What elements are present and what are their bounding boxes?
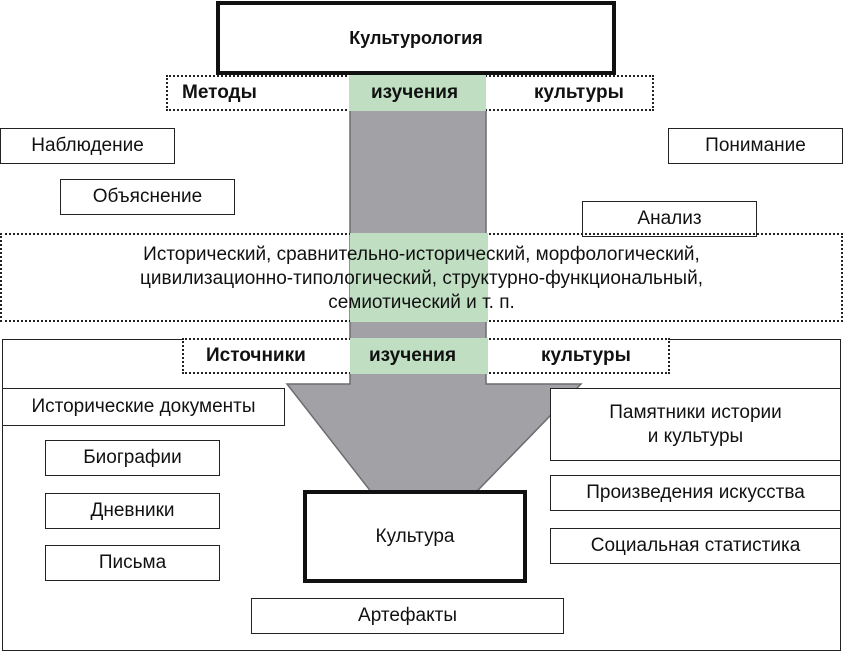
title-label: Культурология bbox=[349, 27, 483, 48]
arrow-shape bbox=[285, 109, 583, 554]
sources-band: Источники изучения культуры bbox=[182, 338, 670, 374]
source-biographies: Биографии bbox=[45, 440, 220, 476]
title-box: Культурология bbox=[216, 1, 616, 75]
source-biographies-label: Биографии bbox=[83, 447, 182, 469]
source-letters: Письма bbox=[45, 545, 220, 581]
sources-band-highlight bbox=[350, 338, 488, 374]
sources-band-word-2: изучения bbox=[369, 345, 457, 366]
method-explanation: Объяснение bbox=[60, 179, 235, 215]
approaches-text: Исторический, сравнительно-исторический,… bbox=[2, 243, 841, 315]
method-observation: Наблюдение bbox=[0, 128, 175, 164]
methods-band-word-2: изучения bbox=[371, 82, 459, 103]
method-observation-label: Наблюдение bbox=[31, 135, 144, 157]
source-monuments: Памятники истории и культуры bbox=[550, 388, 841, 461]
source-social-statistics: Социальная статистика bbox=[550, 528, 841, 564]
method-explanation-label: Объяснение bbox=[92, 186, 203, 208]
sources-band-word-3: культуры bbox=[541, 345, 631, 366]
approaches-line-3: семиотический и т. п. bbox=[328, 292, 515, 313]
methods-band-word-3: культуры bbox=[534, 82, 624, 103]
source-historical-documents: Исторические документы bbox=[2, 388, 285, 426]
methods-band: Методы изучения культуры bbox=[166, 75, 654, 111]
source-works-of-art: Произведения искусства bbox=[550, 475, 841, 511]
approaches-band: Исторический, сравнительно-исторический,… bbox=[0, 233, 843, 322]
center-culture-label: Культура bbox=[375, 525, 455, 547]
methods-band-highlight bbox=[349, 75, 486, 111]
approaches-line-2: цивилизационно-типологический, структурн… bbox=[140, 268, 703, 289]
artifacts-label: Артефакты bbox=[358, 605, 457, 627]
source-letters-label: Письма bbox=[98, 552, 167, 574]
method-analysis-label: Анализ bbox=[637, 208, 702, 230]
source-social-statistics-label: Социальная статистика bbox=[590, 535, 801, 557]
method-understanding-label: Понимание bbox=[705, 135, 806, 157]
artifacts-box: Артефакты bbox=[251, 598, 564, 634]
sources-band-word-1: Источники bbox=[206, 345, 306, 366]
method-understanding: Понимание bbox=[668, 128, 843, 164]
source-historical-documents-label: Исторические документы bbox=[31, 396, 256, 418]
approaches-line-1: Исторический, сравнительно-исторический,… bbox=[143, 244, 700, 265]
source-diaries: Дневники bbox=[45, 493, 220, 529]
center-culture-box: Культура bbox=[303, 490, 527, 583]
approaches-band-highlight bbox=[350, 233, 488, 322]
source-works-of-art-label: Произведения искусства bbox=[586, 482, 805, 504]
source-diaries-label: Дневники bbox=[90, 500, 175, 522]
methods-band-word-1: Методы bbox=[182, 82, 257, 103]
source-monuments-line-2: и культуры bbox=[647, 425, 744, 447]
source-monuments-line-1: Памятники истории bbox=[609, 401, 782, 423]
method-analysis: Анализ bbox=[582, 201, 757, 237]
